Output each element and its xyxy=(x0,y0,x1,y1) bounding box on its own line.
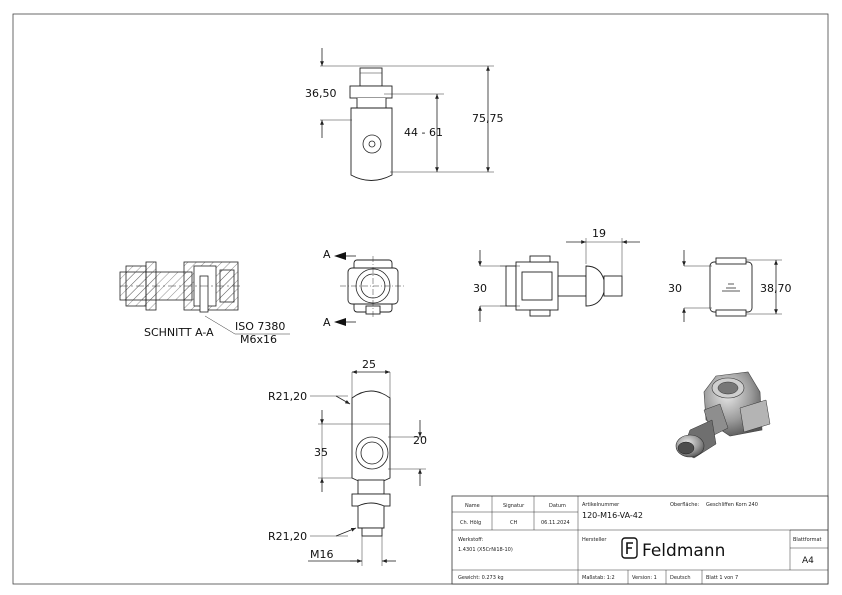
tb-version: Version: 1 xyxy=(632,575,657,581)
dim-thread: M16 xyxy=(310,548,334,561)
tb-date-value: 06.11.2024 xyxy=(541,520,570,526)
dim-end-height: 30 xyxy=(668,282,682,295)
tb-signature-value: CH xyxy=(510,520,517,526)
tb-article-value: 120-M16-VA-42 xyxy=(582,511,643,520)
top-view: 36,50 44 - 61 75,75 xyxy=(305,48,504,181)
dim-top-range: 44 - 61 xyxy=(404,126,443,139)
tb-format-value: A4 xyxy=(802,556,814,566)
feldmann-logo: Feldmann xyxy=(621,537,725,561)
side-view: 30 19 xyxy=(473,227,640,322)
tb-name-value: Ch. Hölg xyxy=(460,520,481,526)
tb-signature-header: Signatur xyxy=(503,503,525,509)
section-view: SCHNITT A-A ISO 7380 M6x16 xyxy=(119,261,290,346)
dim-bottom-width: 25 xyxy=(362,358,376,371)
tb-surface-label: Oberfläche: xyxy=(670,502,699,508)
iso-spec-line1: ISO 7380 xyxy=(235,320,285,333)
section-arrow-top-label: A xyxy=(323,248,331,261)
brand-name: Feldmann xyxy=(642,541,725,561)
dim-top-width: 36,50 xyxy=(305,87,337,100)
dim-radius-top: R21,20 xyxy=(268,390,307,403)
dim-bottom-hole: 20 xyxy=(413,434,427,447)
tb-sheet: Blatt 1 von 7 xyxy=(706,575,738,581)
tb-weight: Gewicht: 0.273 kg xyxy=(458,575,504,581)
iso-render xyxy=(675,371,771,459)
tb-date-header: Datum xyxy=(549,503,566,509)
iso-spec-line2: M6x16 xyxy=(240,333,277,346)
dim-bottom-height: 35 xyxy=(314,446,328,459)
section-arrow-bottom-label: A xyxy=(323,316,331,329)
title-block: Name Signatur Datum Ch. Hölg CH 06.11.20… xyxy=(451,495,829,585)
dim-end-diameter: 38,70 xyxy=(760,282,792,295)
front-view: A A xyxy=(323,248,406,329)
bottom-view: 25 R21,20 35 20 R21,20 M16 xyxy=(268,358,427,566)
section-caption: SCHNITT A-A xyxy=(144,326,214,339)
tb-scale: Maßstab: 1:2 xyxy=(582,575,615,581)
dim-radius-bottom: R21,20 xyxy=(268,530,307,543)
tb-manufacturer-label: Hersteller xyxy=(582,537,607,543)
tb-material-value: 1.4301 (X5CrNi18-10) xyxy=(458,547,513,553)
end-view: 30 38,70 xyxy=(668,250,792,322)
dim-side-depth: 19 xyxy=(592,227,606,240)
dim-top-height: 75,75 xyxy=(472,112,504,125)
dim-side-height: 30 xyxy=(473,282,487,295)
tb-material-label: Werkstoff: xyxy=(458,537,484,543)
tb-surface-value: Geschliffen Korn 240 xyxy=(706,502,758,508)
tb-format-label: Blattformat xyxy=(793,537,822,543)
sheet-border xyxy=(12,13,829,585)
tb-article-label: Artikelnummer xyxy=(582,502,620,508)
tb-language: Deutsch xyxy=(670,575,691,581)
tb-name-header: Name xyxy=(465,503,480,509)
